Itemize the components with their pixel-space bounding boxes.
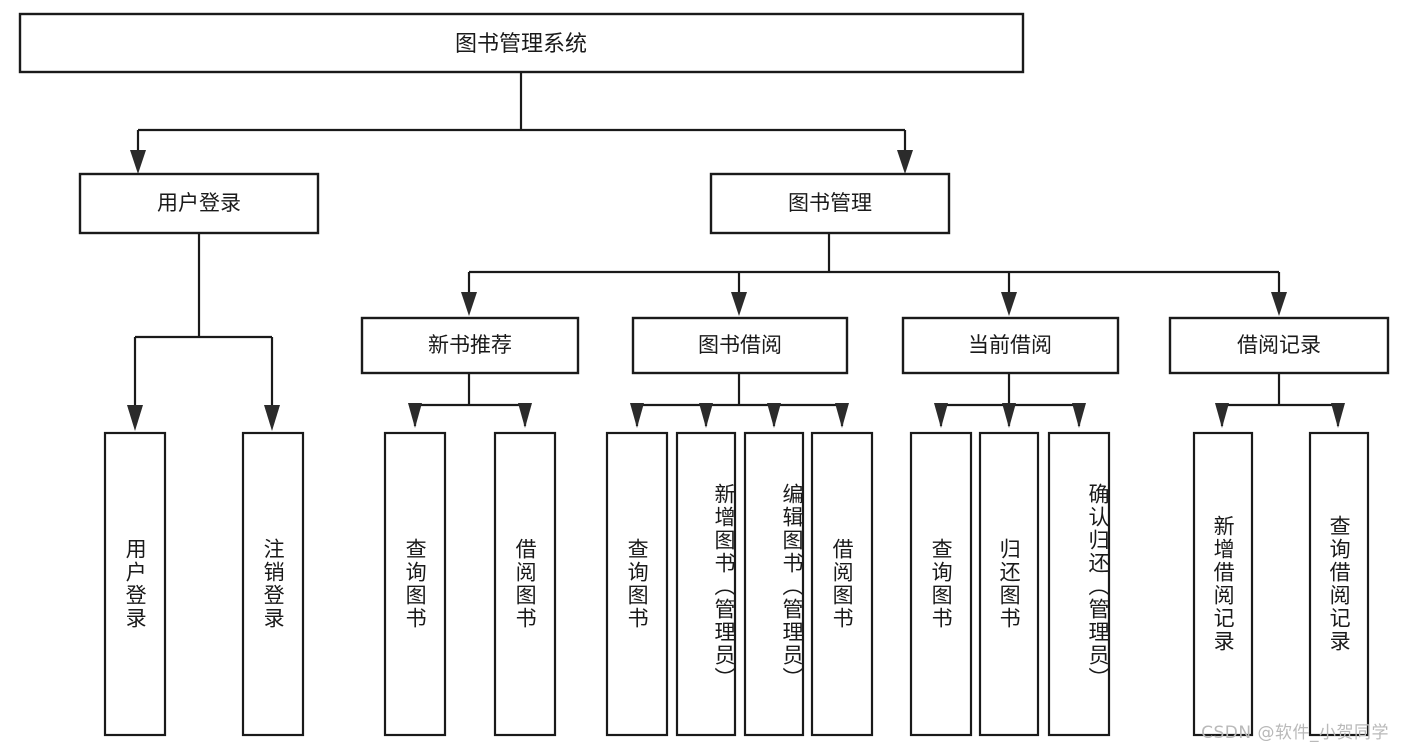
arrowhead-icon	[699, 403, 713, 428]
arrowhead-icon	[835, 403, 849, 428]
node-current-borrow[interactable]: 当前借阅	[901, 316, 1120, 375]
arrowhead-icon	[934, 403, 948, 428]
node-book-borrow-label: 图书借阅	[698, 333, 782, 357]
node-book-manage-label: 图书管理	[788, 191, 872, 215]
arrowhead-icon	[731, 292, 747, 316]
node-root-label: 图书管理系统	[455, 32, 587, 57]
node-user-login[interactable]: 用户登录	[78, 172, 320, 235]
leaf-box-book-borrow-3[interactable]	[810, 431, 874, 737]
leaf-box-current-borrow-1[interactable]	[978, 431, 1040, 737]
csdn-watermark: CSDN @软件_小贺同学	[1201, 723, 1389, 743]
leaf-box-borrow-record-1[interactable]	[1308, 431, 1370, 737]
arrowhead-icon	[1215, 403, 1229, 428]
arrowhead-icon	[1331, 403, 1345, 428]
arrowhead-icon	[630, 403, 644, 428]
arrowhead-icon	[1271, 292, 1287, 316]
arrowhead-icon	[264, 405, 280, 431]
leaf-box-user-login-1[interactable]	[241, 431, 305, 737]
node-new-book-recommend[interactable]: 新书推荐	[360, 316, 580, 375]
leaf-box-book-borrow-2[interactable]	[743, 431, 805, 737]
leaf-box-new-book-0[interactable]	[383, 431, 447, 737]
leaf-box-new-book-1[interactable]	[493, 431, 557, 737]
leaf-box-current-borrow-2[interactable]	[1047, 431, 1111, 737]
node-new-book-recommend-label: 新书推荐	[428, 333, 512, 357]
arrowhead-icon	[518, 403, 532, 428]
arrowhead-group	[127, 150, 1345, 431]
arrowhead-icon	[130, 150, 146, 174]
node-current-borrow-box[interactable]	[901, 316, 1120, 375]
node-borrow-record-box[interactable]	[1168, 316, 1390, 375]
arrowhead-icon	[1072, 403, 1086, 428]
node-book-manage-box[interactable]	[709, 172, 951, 235]
arrowhead-icon	[461, 292, 477, 316]
node-borrow-record[interactable]: 借阅记录	[1168, 316, 1390, 375]
node-borrow-record-label: 借阅记录	[1237, 333, 1321, 357]
node-root[interactable]: 图书管理系统	[18, 12, 1025, 74]
node-new-book-recommend-box[interactable]	[360, 316, 580, 375]
node-current-borrow-label: 当前借阅	[968, 333, 1052, 357]
node-book-borrow[interactable]: 图书借阅	[631, 316, 849, 375]
node-user-login-label: 用户登录	[157, 191, 241, 215]
arrowhead-icon	[1001, 292, 1017, 316]
leaf-box-borrow-record-0[interactable]	[1192, 431, 1254, 737]
arrowhead-icon	[1002, 403, 1016, 428]
node-book-borrow-box[interactable]	[631, 316, 849, 375]
leaf-box-book-borrow-0[interactable]	[605, 431, 669, 737]
arrowhead-icon	[767, 403, 781, 428]
node-user-login-box[interactable]	[78, 172, 320, 235]
leaf-box-current-borrow-0[interactable]	[909, 431, 973, 737]
leaf-box-book-borrow-1[interactable]	[675, 431, 737, 737]
arrowhead-icon	[408, 403, 422, 428]
arrowhead-icon	[897, 150, 913, 174]
leaf-box-group	[103, 431, 1370, 737]
arrowhead-icon	[127, 405, 143, 431]
node-book-manage[interactable]: 图书管理	[709, 172, 951, 235]
leaf-box-user-login-0[interactable]	[103, 431, 167, 737]
node-root-box[interactable]	[18, 12, 1025, 74]
